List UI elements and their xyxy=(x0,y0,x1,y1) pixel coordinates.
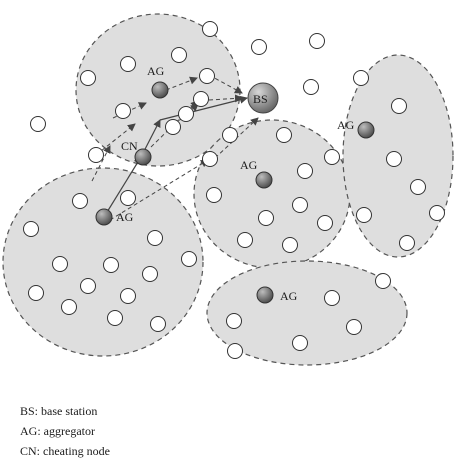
solid-link-ag-to-cn xyxy=(103,156,142,218)
aggregator-node xyxy=(256,286,274,304)
aggregator-label-center: AG xyxy=(240,158,258,172)
sensor-node xyxy=(181,251,197,267)
aggregator-node xyxy=(95,208,113,226)
sensor-node xyxy=(375,273,391,289)
dashed-link-5 xyxy=(208,74,243,94)
sensor-node xyxy=(297,163,313,179)
sensor-node xyxy=(178,106,194,122)
sensor-node xyxy=(303,79,319,95)
sensor-node xyxy=(171,47,187,63)
dashed-link-2 xyxy=(95,123,136,156)
aggregator-nodes xyxy=(95,81,375,304)
sensor-node xyxy=(28,285,44,301)
sensor-node xyxy=(150,316,166,332)
aggregator-node xyxy=(357,121,375,139)
sensor-node xyxy=(30,116,46,132)
sensor-node xyxy=(429,205,445,221)
legend-ag: AG: aggregator xyxy=(20,424,95,438)
sensor-node xyxy=(292,197,308,213)
sensor-node xyxy=(120,288,136,304)
aggregator-node xyxy=(151,81,169,99)
sensor-node xyxy=(115,103,131,119)
sensor-node xyxy=(251,39,267,55)
aggregator-label-top-left: AG xyxy=(147,64,165,78)
sensor-node xyxy=(193,91,209,107)
sensor-node xyxy=(206,187,222,203)
dashed-link-7 xyxy=(208,94,243,103)
dashed-link-6 xyxy=(150,100,199,148)
sensor-node xyxy=(353,70,369,86)
sensor-node xyxy=(147,230,163,246)
sensor-node xyxy=(61,299,77,315)
dashed-link-8 xyxy=(109,159,209,221)
sensor-node xyxy=(80,278,96,294)
sensor-node xyxy=(222,127,238,143)
sensor-node xyxy=(391,98,407,114)
base-station-label: BS xyxy=(253,92,268,106)
sensor-node xyxy=(237,232,253,248)
cluster-bottom-right xyxy=(206,260,408,366)
legend: BS: base station AG: aggregator CN: chea… xyxy=(20,401,280,461)
sensor-node xyxy=(52,256,68,272)
sensor-node xyxy=(23,221,39,237)
base-station xyxy=(247,82,279,114)
dashed-link-4 xyxy=(165,76,198,91)
aggregator-node xyxy=(255,171,273,189)
cluster-group xyxy=(2,13,454,366)
cheating-node-label: CN xyxy=(121,139,138,153)
sensor-node xyxy=(120,56,136,72)
sensor-node xyxy=(165,119,181,135)
sensor-node xyxy=(282,237,298,253)
sensor-node xyxy=(227,343,243,359)
sensor-node xyxy=(356,207,372,223)
sensor-node xyxy=(399,235,415,251)
aggregator-label-bottom-right: AG xyxy=(280,289,298,303)
solid-link-node-to-bs xyxy=(159,95,248,121)
sensor-node xyxy=(103,257,119,273)
sensor-node xyxy=(226,313,242,329)
sensor-node xyxy=(107,310,123,326)
legend-bs: BS: base station xyxy=(20,404,98,418)
sensor-node xyxy=(324,149,340,165)
sensor-node xyxy=(324,290,340,306)
legend-cn: CN: cheating node xyxy=(20,444,110,458)
sensor-node xyxy=(276,127,292,143)
sensor-node xyxy=(72,193,88,209)
cheating-node xyxy=(134,148,152,166)
sensor-node xyxy=(292,335,308,351)
sensor-node xyxy=(199,68,215,84)
sensor-node xyxy=(386,151,402,167)
dashed-link-3 xyxy=(112,102,147,119)
sensor-node xyxy=(309,33,325,49)
sensor-node xyxy=(120,190,136,206)
sensor-node xyxy=(317,215,333,231)
aggregator-label-right: AG xyxy=(337,118,355,132)
sensor-node xyxy=(410,179,426,195)
sensor-node xyxy=(80,70,96,86)
sensor-node xyxy=(142,266,158,282)
sensor-node xyxy=(346,319,362,335)
sensor-nodes xyxy=(23,21,445,359)
sensor-node xyxy=(88,147,104,163)
sensor-node xyxy=(202,21,218,37)
aggregator-label-left: AG xyxy=(116,210,134,224)
sensor-node xyxy=(202,151,218,167)
sensor-node xyxy=(258,210,274,226)
cluster-left xyxy=(2,167,204,357)
